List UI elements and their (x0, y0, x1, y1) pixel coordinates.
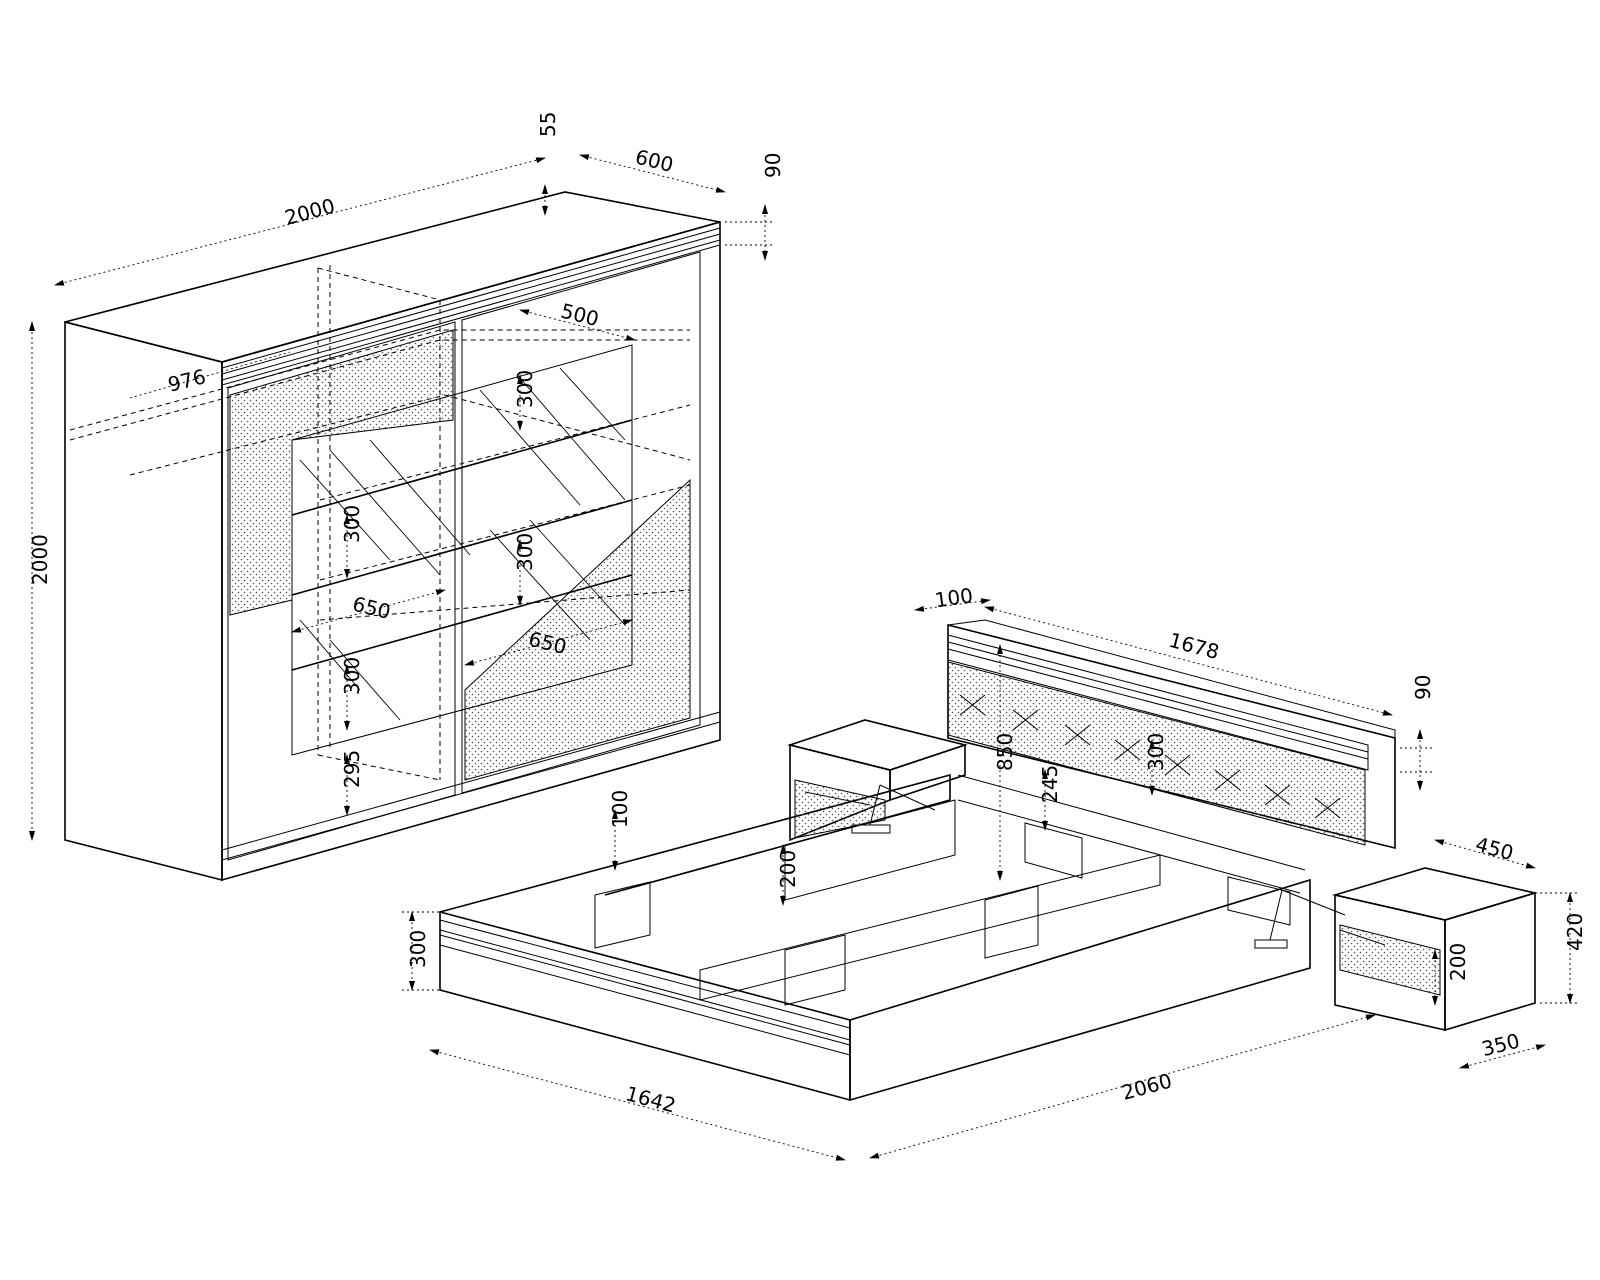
shelf-gap-mid-left-label: 300 (340, 505, 364, 543)
frame-length-label: 2060 (1119, 1068, 1174, 1104)
wardrobe-shelf-depth-label: 500 (558, 299, 601, 332)
rail-gap-label: 245 (1038, 765, 1062, 803)
shelf-gap-upper-label: 300 (513, 370, 537, 408)
center-rail (699, 854, 1161, 1001)
slat-support-1 (594, 881, 651, 949)
wardrobe-side-panel (64, 320, 223, 882)
slat-support-5 (1024, 822, 1083, 879)
slat-height-label: 100 (608, 790, 632, 828)
frame-width-label: 1642 (623, 1081, 678, 1117)
nightstand-drawer-height-label: 200 (1446, 943, 1470, 981)
right-door-dotted-panel (464, 478, 691, 781)
nightstand-right: 450 420 350 200 (1331, 832, 1587, 1069)
nightstand-left (787, 719, 968, 842)
headboard-tufting (959, 694, 1341, 819)
bed-frame-front (439, 910, 851, 1102)
slat-support-6 (1227, 876, 1291, 926)
right-sliding-door (461, 251, 701, 794)
nightstand-right-drawer (1339, 924, 1441, 996)
nightstand-height-label: 420 (1563, 913, 1587, 951)
nightstand-left-side (889, 743, 966, 802)
plinth-gap-label: 295 (340, 750, 364, 788)
slat-support-4 (984, 885, 1039, 959)
wardrobe-width-label: 2000 (282, 193, 337, 229)
left-door-dotted-panel (229, 329, 454, 616)
wardrobe-cornice-label: 90 (761, 153, 785, 178)
shelf-gap-mid-right-label: 300 (513, 533, 537, 571)
headboard-cornice-label: 90 (1411, 675, 1435, 700)
shelf-gap-low-label: 300 (340, 657, 364, 695)
bed-frame-left-rail (439, 773, 951, 913)
nightstand-depth-label: 350 (1479, 1029, 1522, 1062)
headboard-offset-label: 100 (933, 583, 974, 612)
bed-frame-footboard (439, 919, 851, 1041)
frame-height-label: 300 (406, 930, 430, 968)
shelf-width-left-label: 650 (350, 592, 393, 625)
nightstand-right-top (1331, 867, 1539, 921)
wardrobe-height-label: 2000 (28, 534, 52, 585)
nightstand-left-drawer (794, 779, 886, 839)
wardrobe-depth-label: 600 (633, 145, 676, 178)
support-height-label: 200 (776, 850, 800, 888)
headboard-height-label: 850 (993, 733, 1017, 771)
wardrobe-cornice (221, 221, 721, 386)
headboard-width-label: 1678 (1166, 628, 1221, 664)
headboard-panel-height-label: 300 (1144, 733, 1168, 771)
wardrobe-inner-depth-label: 976 (165, 364, 208, 397)
nightstand-left-top (787, 719, 968, 771)
bed-frame-side (849, 878, 1311, 1102)
nightstand-right-side (1444, 891, 1536, 1032)
wardrobe-top-offset-label: 55 (536, 112, 560, 137)
slat-support-3 (784, 934, 846, 1006)
nightstand-width-label: 450 (1473, 832, 1516, 865)
wardrobe: 2000 2000 600 55 90 976 500 300 300 300 … (28, 112, 785, 882)
